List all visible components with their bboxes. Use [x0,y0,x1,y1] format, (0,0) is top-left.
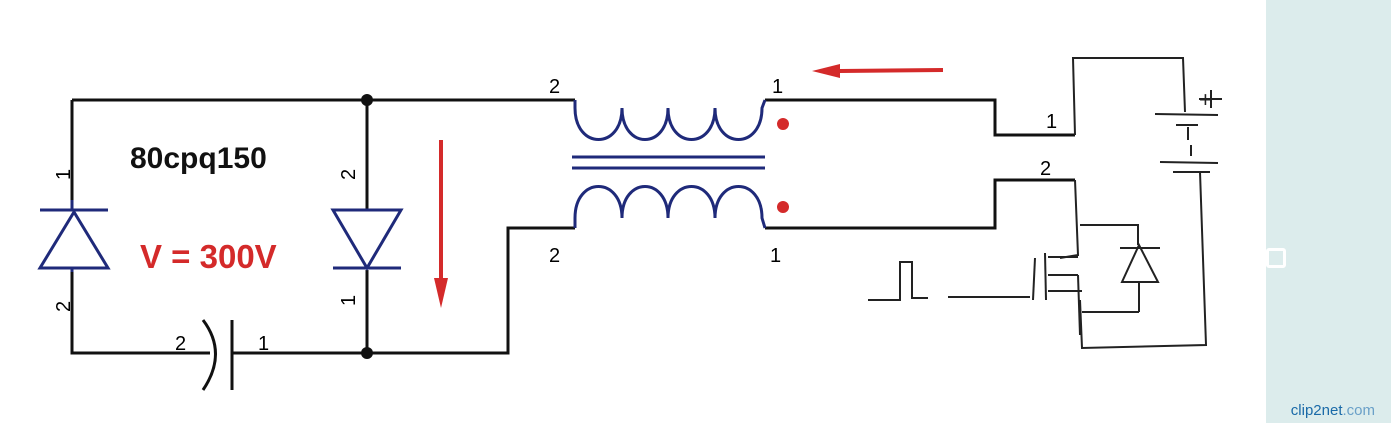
secondary-top-wire [765,98,1075,137]
circuit-diagram: 1 2 2 1 2 1 80cpq150 V = 300V 2 1 2 1 [37,57,1222,391]
transformer-pin-bottom-left: 2 [549,245,560,267]
battery-return-wire [1079,171,1208,350]
center-diode-pin-top: 2 [338,169,360,180]
capacitor-pin-left: 2 [175,333,186,355]
watermark-suffix: .com [1342,402,1375,419]
battery-plus-label: + [1199,87,1212,112]
mosfet-drain-wire [1059,179,1080,259]
junction-dot-icon [361,347,373,359]
arrow-icon [434,140,448,308]
diode-icon [37,200,111,272]
part-number-label: 80cpq150 [130,142,267,175]
junction-dot-icon [361,94,373,106]
watermark: clip2net.com [1291,402,1375,419]
transformer-pin-top-left: 2 [549,76,560,98]
left-diode-pin-bottom: 2 [53,301,75,312]
connector-pin-bottom: 2 [1040,158,1051,180]
bottom-rail-wire [233,226,575,355]
voltage-label: V = 300V [140,238,277,275]
transformer-pin-bottom-right: 1 [770,245,781,267]
schematic-canvas: 1 2 2 1 2 1 80cpq150 V = 300V 2 1 2 1 [0,0,1266,423]
side-marker [1266,248,1286,268]
arrow-icon [812,64,944,78]
pulse-waveform [868,261,928,301]
secondary-bottom-wire [765,178,1075,230]
watermark-brand: clip2net [1290,402,1343,419]
polarity-dot-icon [777,118,789,130]
transformer-icon [572,99,767,229]
polarity-dot-icon [777,201,789,213]
hand-drawn-circuit [868,57,1222,350]
mosfet-icon [1032,252,1082,336]
connector-pin-top: 1 [1046,111,1057,133]
left-column-wire [70,272,210,355]
diode-icon [330,208,404,271]
battery-icon [1154,90,1222,173]
capacitor-icon [201,319,234,391]
diode-icon [1082,242,1160,313]
transformer-pin-top-right: 1 [772,76,783,98]
left-diode-pin-top: 1 [53,169,75,180]
capacitor-pin-right: 1 [258,333,269,355]
battery-loop-wire [1071,57,1186,136]
diode-branch-wire [1080,224,1139,245]
center-diode-pin-bottom: 1 [338,295,360,306]
